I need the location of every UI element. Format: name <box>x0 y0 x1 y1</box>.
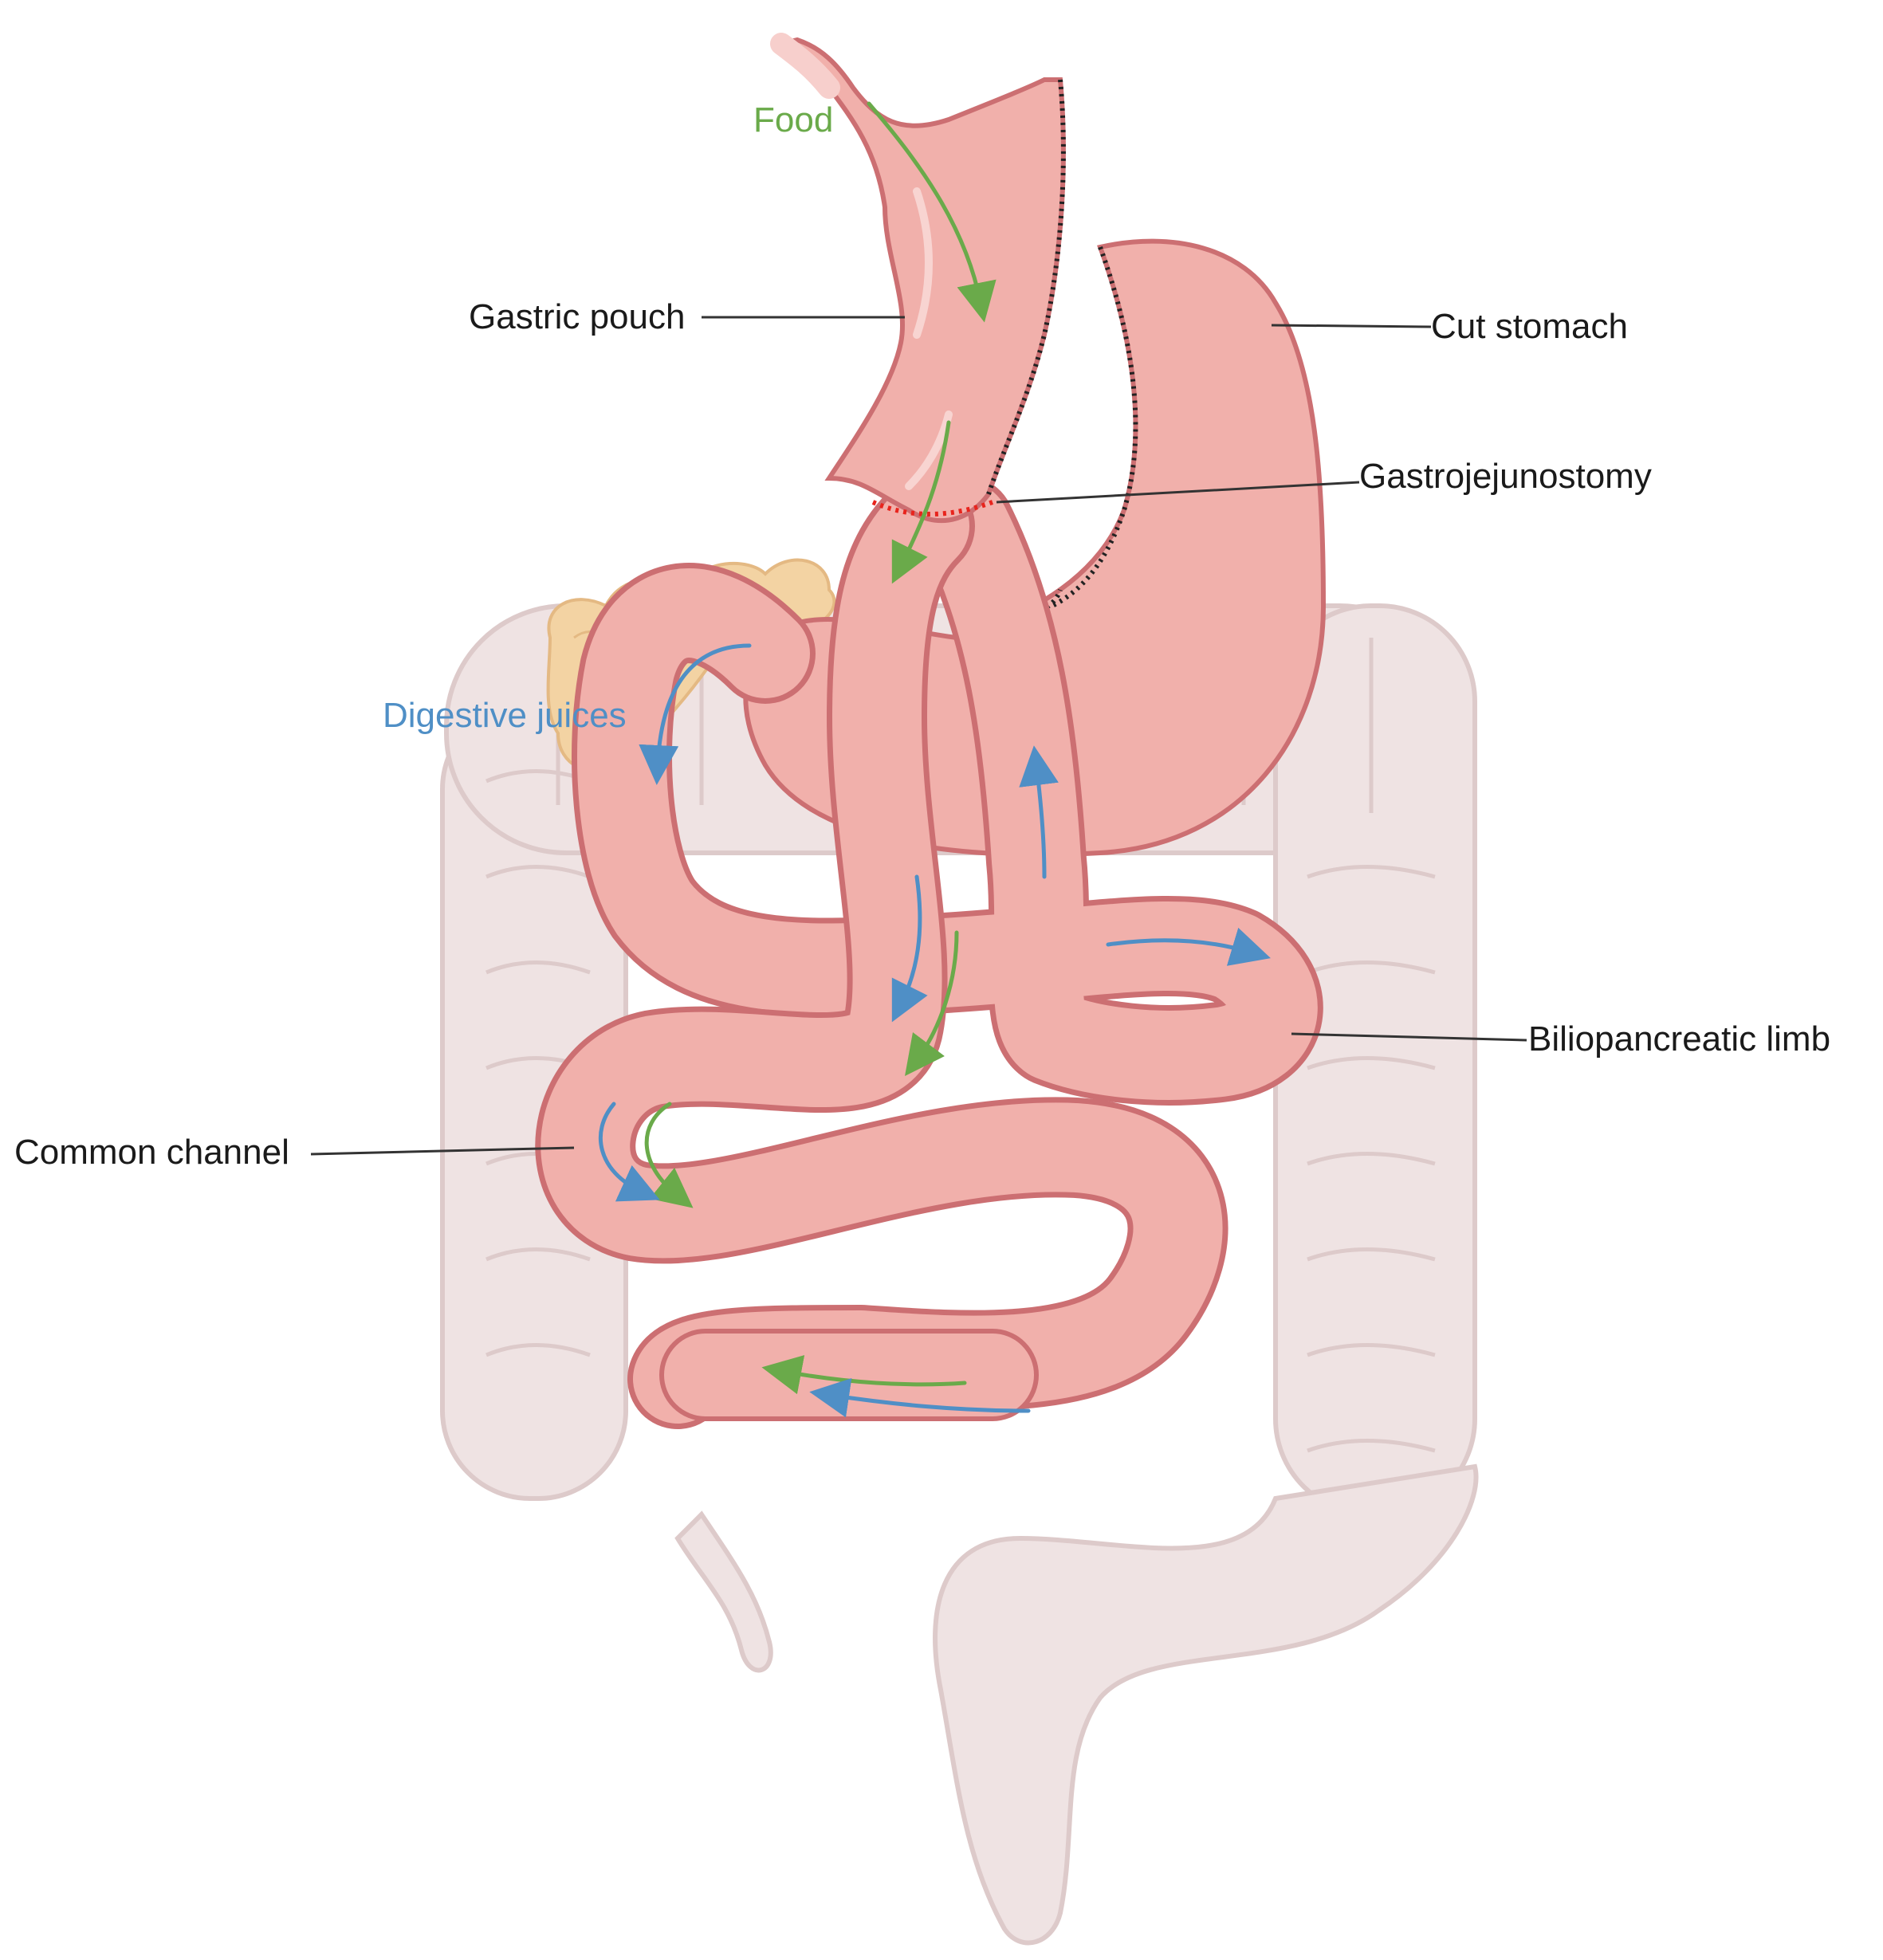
digestive-juices-label: Digestive juices <box>383 696 627 735</box>
leader-lines <box>310 316 1527 1156</box>
food-label: Food <box>753 100 833 139</box>
juice-flow-arrows <box>598 643 1271 1418</box>
gastric-pouch-shape <box>770 33 1066 524</box>
anastomosis-line <box>871 500 994 517</box>
biliopancreatic-limb-label: Biliopancreatic limb <box>1528 1019 1830 1059</box>
common-channel-label: Common channel <box>14 1133 289 1172</box>
cut-stomach-label: Cut stomach <box>1431 307 1628 346</box>
gastric-pouch-label: Gastric pouch <box>469 297 685 336</box>
intestinal-loops <box>535 476 1323 1429</box>
food-flow-arrows <box>644 101 997 1395</box>
gastrojejunostomy-label: Gastrojejunostomy <box>1359 457 1652 496</box>
